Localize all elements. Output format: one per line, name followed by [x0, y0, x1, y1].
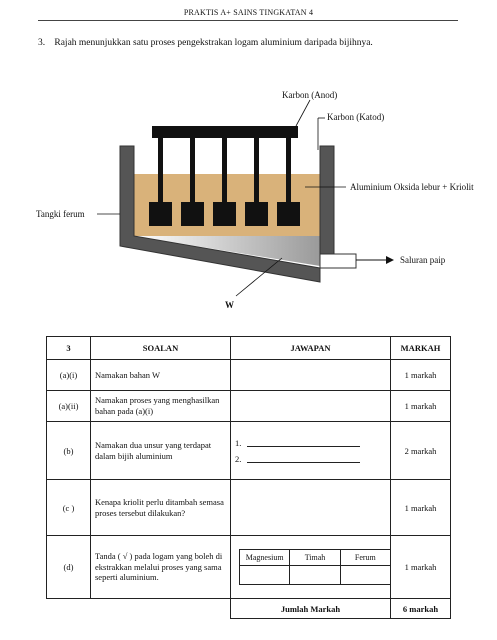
row-mark: 1 markah	[390, 390, 451, 422]
total-label: Jumlah Markah	[230, 598, 391, 619]
row-question: Namakan dua unsur yang terdapat dalam bi…	[90, 421, 231, 480]
answer-line-2[interactable]: 2.	[235, 454, 386, 464]
anode-bar	[152, 126, 298, 138]
header-question: SOALAN	[90, 336, 231, 360]
pipe-arrowhead	[386, 256, 394, 264]
outlet-pipe	[319, 253, 357, 269]
w-leader	[235, 257, 283, 297]
row-mark: 1 markah	[390, 479, 451, 536]
row-question: Kenapa kriolit perlu ditambah semasa pro…	[90, 479, 231, 536]
label-anode: Karbon (Anod)	[282, 90, 337, 100]
answer-line-1[interactable]: 1.	[235, 438, 386, 448]
answer-cell: Magnesium Timah Ferum	[230, 535, 392, 599]
row-num: (b)	[46, 421, 91, 480]
table-header-row: 3 SOALAN JAWAPAN MARKAH	[46, 336, 451, 360]
total-mark: 6 markah	[390, 598, 451, 619]
answer-line-number: 1.	[235, 437, 242, 448]
row-num: (a)(i)	[46, 359, 91, 391]
question-stem: 3. Rajah menunjukkan satu proses pengeks…	[38, 38, 468, 48]
row-question: Namakan bahan W	[90, 359, 231, 391]
row-num: (c )	[46, 479, 91, 536]
row-question: Namakan proses yang menghasilkan bahan p…	[90, 390, 231, 422]
label-w: W	[225, 300, 234, 310]
header-rule	[38, 20, 458, 21]
row-mark: 1 markah	[390, 359, 451, 391]
tick-box-ferum[interactable]	[339, 565, 392, 585]
label-cathode: Karbon (Katod)	[327, 112, 384, 122]
label-electrolyte: Aluminium Oksida lebur + Kriolit	[350, 182, 474, 192]
question-text: Rajah menunjukkan satu proses pengekstra…	[54, 38, 373, 48]
label-pipe: Saluran paip	[400, 255, 446, 265]
row-question: Tanda ( √ ) pada logam yang boleh di eks…	[90, 535, 231, 599]
option-magnesium: Magnesium	[238, 549, 291, 566]
table-row: (d) Tanda ( √ ) pada logam yang boleh di…	[46, 535, 451, 599]
row-mark: 1 markah	[390, 535, 451, 599]
question-table: 3 SOALAN JAWAPAN MARKAH (a)(i) Namakan b…	[46, 336, 451, 619]
option-timah: Timah	[289, 549, 341, 566]
answer-cell[interactable]	[230, 390, 391, 422]
row-num: (a)(ii)	[46, 390, 91, 422]
iron-tank	[119, 145, 335, 283]
question-number: 3.	[38, 38, 46, 48]
header-answer: JAWAPAN	[230, 336, 391, 360]
option-ferum: Ferum	[339, 549, 392, 566]
table-row: (a)(ii) Namakan proses yang menghasilkan…	[46, 390, 451, 422]
tick-table: Magnesium Timah Ferum	[238, 549, 392, 585]
header-mark: MARKAH	[390, 336, 451, 360]
tick-box-timah[interactable]	[289, 565, 341, 585]
answer-cell[interactable]	[230, 479, 391, 536]
table-row: (c ) Kenapa kriolit perlu ditambah semas…	[46, 479, 451, 536]
page-header: PRAKTIS A+ SAINS TINGKATAN 4	[183, 8, 314, 17]
answer-line-number: 2.	[235, 453, 242, 464]
anode-leader	[295, 99, 311, 127]
row-mark: 2 markah	[390, 421, 451, 480]
table-row: (a)(i) Namakan bahan W 1 markah	[46, 359, 451, 391]
table-row: (b) Namakan dua unsur yang terdapat dala…	[46, 421, 451, 480]
anode-rods	[158, 138, 291, 204]
electrolysis-diagram: Karbon (Anod) Karbon (Katod) Aluminium O…	[36, 90, 474, 310]
tick-box-magnesium[interactable]	[238, 565, 291, 585]
answer-cell[interactable]	[230, 359, 391, 391]
header-num: 3	[46, 336, 91, 360]
row-num: (d)	[46, 535, 91, 599]
total-row: Jumlah Markah 6 markah	[47, 598, 451, 619]
answer-cell[interactable]: 1. 2.	[230, 421, 391, 480]
label-tank: Tangki ferum	[36, 209, 85, 219]
anode-blocks	[149, 202, 300, 226]
